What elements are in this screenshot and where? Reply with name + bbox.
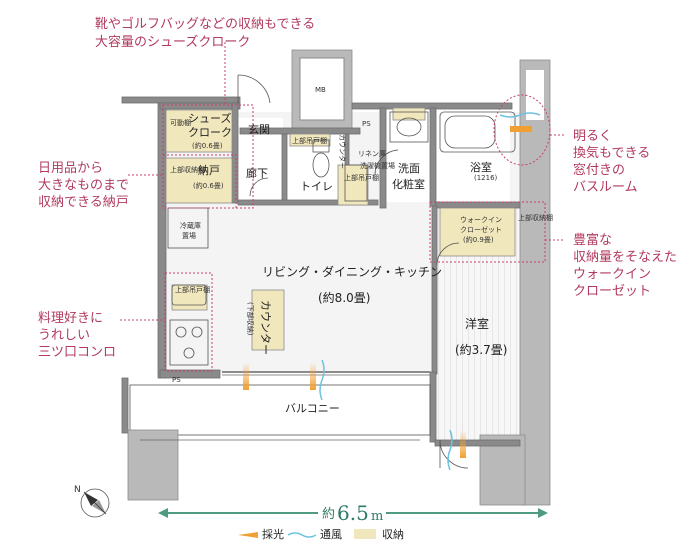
callout-bath-line4: バスルーム [573,180,638,195]
bathroom-label: 浴室 [470,160,492,174]
wind-legend-icon [287,532,317,538]
wic-label-3: (約0.9畳) [463,235,494,244]
callout-shoes-line2: 大容量のシューズクローク [95,34,250,50]
shoes-label-1: シューズ [188,111,231,125]
callout-cook-line2: うれしい [38,328,90,343]
washroom-label-2: 化粧室 [392,177,425,191]
washer-label: 洗濯機置場 [360,161,395,170]
ps-label: PS [362,120,371,128]
storage-areas [165,107,516,351]
linen-label: リネン庫 [358,149,386,158]
compass-north-label: N [74,485,81,495]
movable-shelf-label: 可動棚 [170,118,191,127]
upper-shelf-label-3: 上部吊戸棚 [344,173,379,182]
shoes-label-3: (約0.6畳) [192,141,223,150]
callout-wic-line3: ウォークイン [573,267,651,282]
walls [121,49,551,506]
entrance-label: 玄関 [248,122,270,136]
storage-legend-icon [354,529,376,539]
fixtures [140,74,516,469]
closet-label-1: 納戸 [198,164,220,177]
ps-label-2: PS [172,376,181,384]
dimension-unit: m [371,509,383,524]
light-legend-icon [238,532,258,538]
callout-cook-line3: 三ツ口コンロ [38,345,116,360]
wic-label-1: ウォークイン [460,216,502,224]
callout-cook-line1: 料理好きに [38,311,103,326]
dimension-prefix: 約 [322,507,335,522]
callout-daily-line1: 日用品から [38,161,103,176]
wic-label-2: クローゼット [460,225,502,234]
legend-wind-label: 通風 [320,528,342,541]
callout-bath-line3: 窓付きの [573,162,625,178]
balcony-label: バルコニー [285,402,340,415]
callout-bath-line1: 明るく [573,129,612,144]
legend-light-label: 採光 [262,527,284,541]
legend: 採光 通風 収納 [238,527,404,541]
toilet-label: トイレ [300,180,333,193]
light-wind-indicators [243,112,541,471]
callout-bath-line2: 換気もできる [573,145,650,161]
callout-shoes-line1: 靴やゴルフバッグなどの収納もできる [95,16,315,32]
dimension-value: 6.5 [337,501,369,525]
ldk-size-label: (約8.0畳) [318,290,370,305]
washroom-label-1: 洗面 [398,162,420,175]
legend-storage-label: 収納 [382,528,404,541]
ldk-label: リビング・ダイニング・キッチン [262,264,442,279]
callout-daily-line3: 収納できる納戸 [38,195,129,210]
counter-label-1: カウンター [259,300,272,355]
upper-shelf-label: 上部吊戸棚 [292,136,327,145]
closet-label-2: (約0.6畳) [193,181,224,190]
counter-label-2: (下部収納) [246,302,255,336]
callouts: 靴やゴルフバッグなどの収納もできる 大容量のシューズクローク 日用品から 大きな… [38,16,677,360]
western-size-label: (約3.7畳) [455,342,507,357]
bath-size-label: (1216) [474,174,498,182]
callout-wic-line4: クローゼット [573,284,651,299]
fridge-label-2: 置場 [182,231,196,240]
callout-daily-line2: 大きなものまで [38,178,129,193]
hallway-label: 廊下 [246,166,268,180]
counter-small-label: カウンター [338,134,347,169]
room-labels: MB PS PS 玄関 廊下 トイレ カウンター 上部吊戸棚 リネン庫 洗濯機置… [170,86,553,415]
mb-label: MB [315,86,326,94]
western-label: 洋室 [465,316,489,331]
dimension-line: 約 6.5 m [158,500,548,525]
upper-open-shelf-label: 上部収納棚 [170,165,205,174]
highlight-boxes [162,94,551,372]
compass: N [74,485,110,518]
shoes-label-2: クローク [188,126,232,139]
upper-open-shelf-label-2: 上部収納棚 [518,213,553,222]
leader-lines [120,42,565,321]
callout-wic-line1: 豊富な [573,232,612,248]
fridge-label-1: 冷蔵庫 [180,221,201,230]
callout-wic-line2: 収納量をそなえた [573,250,677,265]
upper-shelf-label-2: 上部吊戸棚 [175,285,210,294]
